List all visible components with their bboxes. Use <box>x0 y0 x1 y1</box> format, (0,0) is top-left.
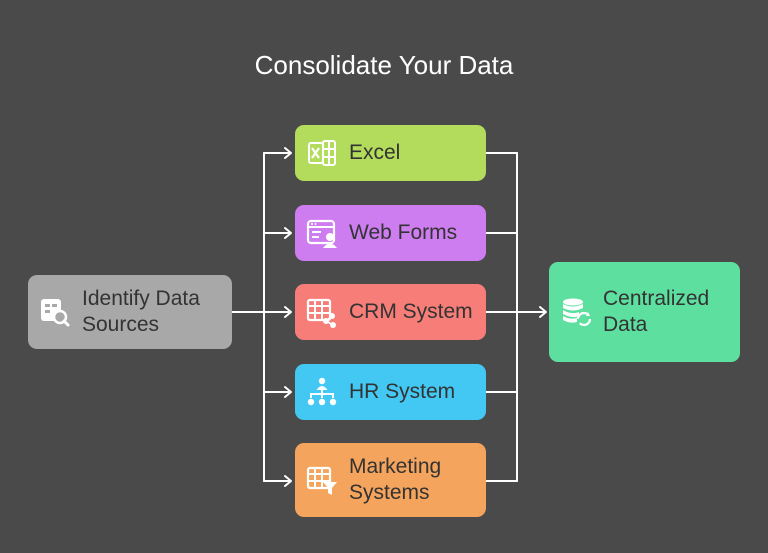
destination-label: Centralized Data <box>603 287 710 336</box>
source-box: Identify Data Sources <box>28 275 232 349</box>
connector-to-excel <box>263 147 292 159</box>
connector-to-web-forms <box>263 227 292 239</box>
web-form-icon <box>305 216 339 250</box>
system-box-marketing: Marketing Systems <box>295 443 486 517</box>
system-box-crm: CRM System <box>295 284 486 340</box>
data-search-icon <box>38 295 72 329</box>
system-label-crm: CRM System <box>349 300 473 323</box>
connector-to-marketing <box>263 475 292 487</box>
system-box-hr: HR System <box>295 364 486 420</box>
connector-to-destination <box>516 306 547 318</box>
system-label-marketing: Marketing Systems <box>349 455 442 504</box>
connector-to-hr <box>263 386 292 398</box>
destination-box: Centralized Data <box>549 262 740 362</box>
system-label-excel: Excel <box>349 141 401 164</box>
system-label-web-forms: Web Forms <box>349 221 458 244</box>
system-box-web-forms: Web Forms <box>295 205 486 261</box>
connector-to-crm <box>263 306 292 318</box>
system-label-hr: HR System <box>349 380 456 403</box>
database-sync-icon <box>559 295 593 329</box>
marketing-filter-icon <box>305 463 339 497</box>
diagram-title: Consolidate Your Data <box>254 50 514 80</box>
excel-icon <box>305 136 339 170</box>
system-box-excel: Excel <box>295 125 486 181</box>
crm-icon <box>305 295 339 329</box>
org-chart-icon <box>305 375 339 409</box>
source-label: Identify Data Sources <box>82 287 200 336</box>
